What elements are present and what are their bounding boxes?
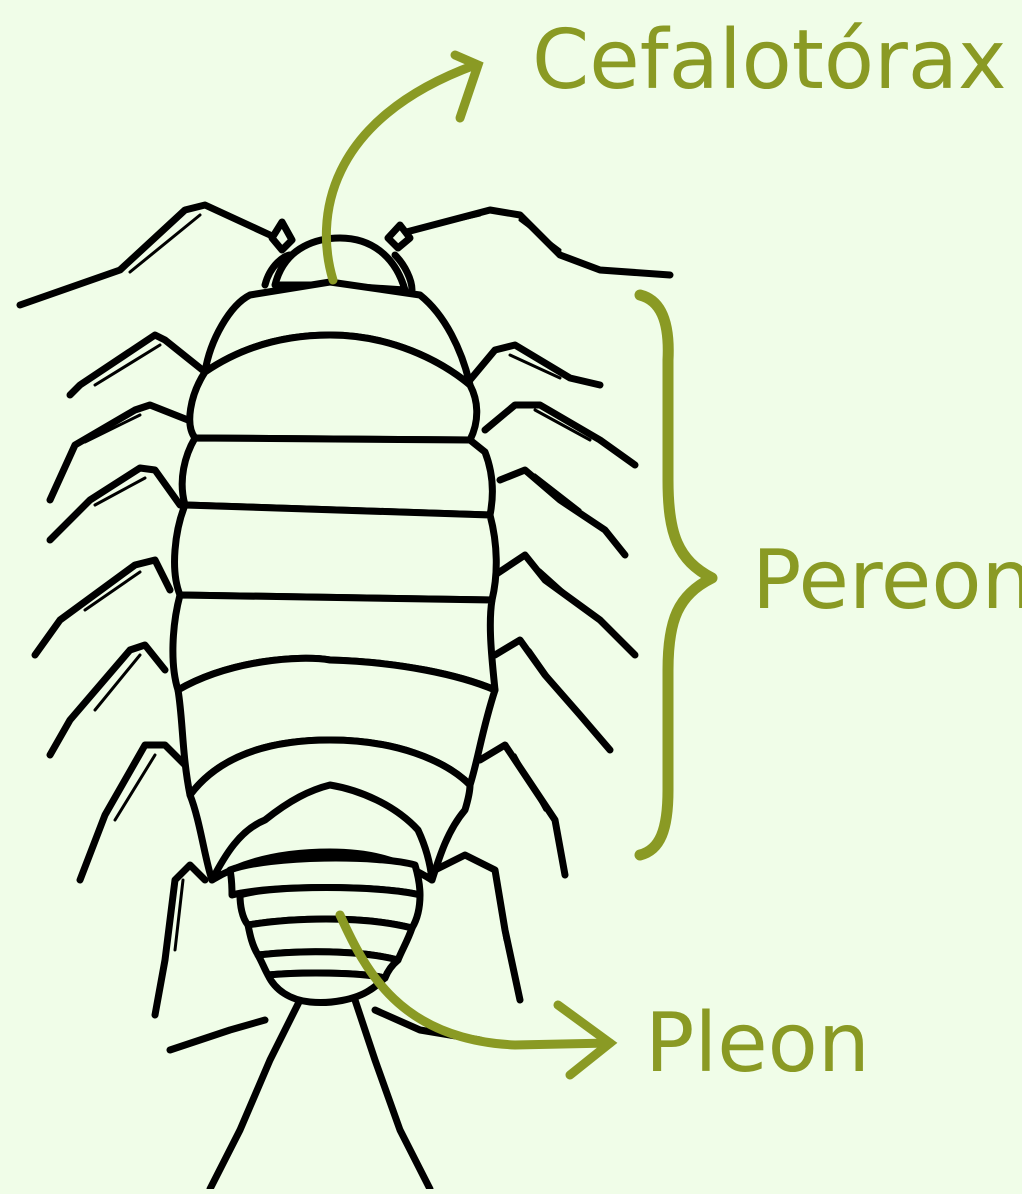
left-eye: [272, 222, 292, 250]
right-leg-6: [480, 745, 565, 875]
right-leg-5: [495, 640, 610, 750]
right-eye: [388, 225, 410, 248]
pleon-label: Pleon: [645, 1003, 870, 1085]
left-uropod-outer: [170, 1020, 265, 1050]
left-leg-7: [155, 865, 205, 1015]
left-antenna: [20, 205, 270, 305]
body: [173, 222, 496, 1003]
pereon-brace: [640, 295, 712, 855]
cephalothorax-label: Cefalotórax: [532, 20, 1007, 102]
left-leg-4: [35, 560, 170, 655]
pereon-label: Pereon: [752, 540, 1022, 622]
left-uropod-inner: [210, 1000, 300, 1189]
left-leg-5: [50, 645, 165, 755]
left-leg-1: [70, 335, 205, 395]
telson: [268, 973, 385, 1002]
pereon-segment-3: [175, 505, 497, 600]
right-antenna: [395, 210, 670, 275]
left-leg-6: [80, 745, 185, 880]
right-leg-7: [435, 855, 520, 1000]
left-leg-3: [50, 468, 180, 540]
right-leg-2: [485, 405, 635, 465]
right-leg-3: [500, 470, 625, 555]
